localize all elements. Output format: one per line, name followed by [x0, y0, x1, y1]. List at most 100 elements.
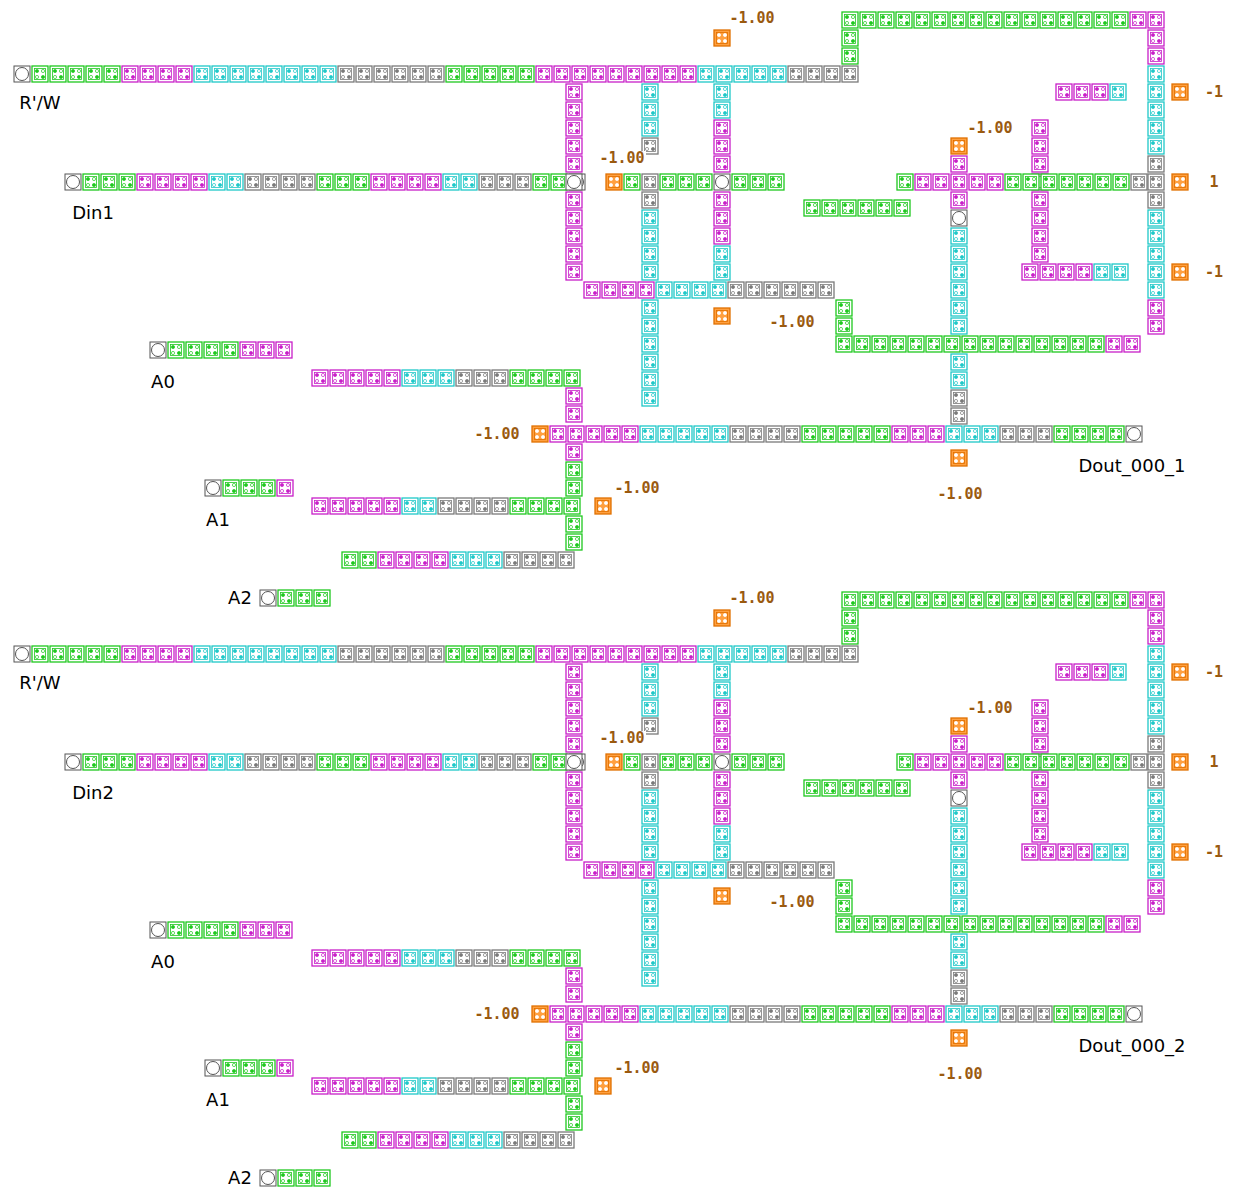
quantum-dot — [627, 183, 630, 186]
quantum-dot — [1007, 345, 1010, 348]
quantum-dot — [845, 339, 848, 342]
quantum-dot — [428, 183, 431, 186]
quantum-dot — [797, 75, 800, 78]
input-dot — [716, 176, 729, 189]
quantum-dot — [575, 519, 578, 522]
quantum-dot — [539, 69, 542, 72]
quantum-dot — [1073, 345, 1076, 348]
quantum-dot — [645, 195, 648, 198]
quantum-dot — [1157, 237, 1160, 240]
quantum-dot — [230, 177, 233, 180]
quantum-dot — [464, 177, 467, 180]
quantum-dot — [1035, 129, 1038, 132]
quantum-dot — [569, 123, 572, 126]
quantum-dot — [215, 75, 218, 78]
quantum-dot — [569, 159, 572, 162]
quantum-dot — [1003, 429, 1006, 432]
quantum-dot — [954, 381, 957, 384]
quantum-dot — [569, 165, 572, 168]
quantum-dot — [338, 177, 341, 180]
quantum-dot — [369, 507, 372, 510]
quantum-dot — [825, 203, 828, 206]
quantum-dot — [1097, 339, 1100, 342]
quantum-dot — [645, 93, 648, 96]
quantum-dot — [847, 429, 850, 432]
quantum-dot — [1175, 273, 1178, 276]
quantum-dot — [647, 69, 650, 72]
quantum-dot — [239, 69, 242, 72]
quantum-dot — [1111, 435, 1114, 438]
quantum-dot — [387, 507, 390, 510]
quantum-dot — [897, 203, 900, 206]
quantum-dot — [645, 327, 648, 330]
quantum-dot — [380, 177, 383, 180]
quantum-dot — [611, 75, 614, 78]
quantum-dot — [717, 317, 720, 320]
quantum-dot — [917, 339, 920, 342]
quantum-dot — [647, 285, 650, 288]
quantum-dot — [569, 141, 572, 144]
quantum-dot — [1062, 177, 1065, 180]
quantum-dot — [697, 435, 700, 438]
quantum-dot — [589, 435, 592, 438]
quantum-dot — [917, 345, 920, 348]
quantum-dot — [267, 351, 270, 354]
quantum-dot — [569, 93, 572, 96]
quantum-dot — [1041, 219, 1044, 222]
quantum-dot — [158, 183, 161, 186]
quantum-dot — [825, 209, 828, 212]
quantum-dot — [1157, 213, 1160, 216]
quantum-dot — [954, 303, 957, 306]
quantum-dot — [953, 15, 956, 18]
quantum-dot — [960, 183, 963, 186]
quantum-dot — [1121, 273, 1124, 276]
quantum-dot — [569, 147, 572, 150]
quantum-dot — [960, 255, 963, 258]
quantum-dot — [723, 219, 726, 222]
quantum-dot — [485, 75, 488, 78]
quantum-dot — [1101, 87, 1104, 90]
quantum-dot — [717, 219, 720, 222]
quantum-dot — [1116, 183, 1119, 186]
quantum-dot — [339, 501, 342, 504]
quantum-dot — [518, 177, 521, 180]
quantum-dot — [1068, 183, 1071, 186]
input-dot — [152, 344, 165, 357]
quantum-dot — [717, 249, 720, 252]
quantum-dot — [917, 21, 920, 24]
quantum-dot — [807, 209, 810, 212]
quantum-dot — [575, 453, 578, 456]
quantum-dot — [1080, 183, 1083, 186]
quantum-dot — [308, 177, 311, 180]
quantum-dot — [971, 15, 974, 18]
quantum-dot — [226, 483, 229, 486]
quantum-dot — [1151, 141, 1154, 144]
quantum-dot — [960, 237, 963, 240]
quantum-dot — [851, 21, 854, 24]
quantum-dot — [593, 75, 596, 78]
quantum-dot — [899, 345, 902, 348]
quantum-dot — [947, 339, 950, 342]
quantum-dot — [268, 483, 271, 486]
quantum-dot — [254, 183, 257, 186]
quantum-dot — [665, 291, 668, 294]
quantum-dot — [687, 183, 690, 186]
quantum-dot — [954, 399, 957, 402]
quantum-dot — [131, 75, 134, 78]
quantum-dot — [960, 141, 963, 144]
quantum-dot — [851, 51, 854, 54]
quantum-dot — [553, 435, 556, 438]
quantum-dot — [773, 285, 776, 288]
quantum-dot — [521, 69, 524, 72]
quantum-dot — [1127, 339, 1130, 342]
quantum-dot — [960, 303, 963, 306]
quantum-dot — [233, 75, 236, 78]
quantum-dot — [737, 291, 740, 294]
quantum-dot — [598, 507, 601, 510]
quantum-dot — [833, 75, 836, 78]
quantum-dot — [405, 555, 408, 558]
quantum-dot — [645, 375, 648, 378]
quantum-dot — [651, 231, 654, 234]
quantum-dot — [1086, 177, 1089, 180]
